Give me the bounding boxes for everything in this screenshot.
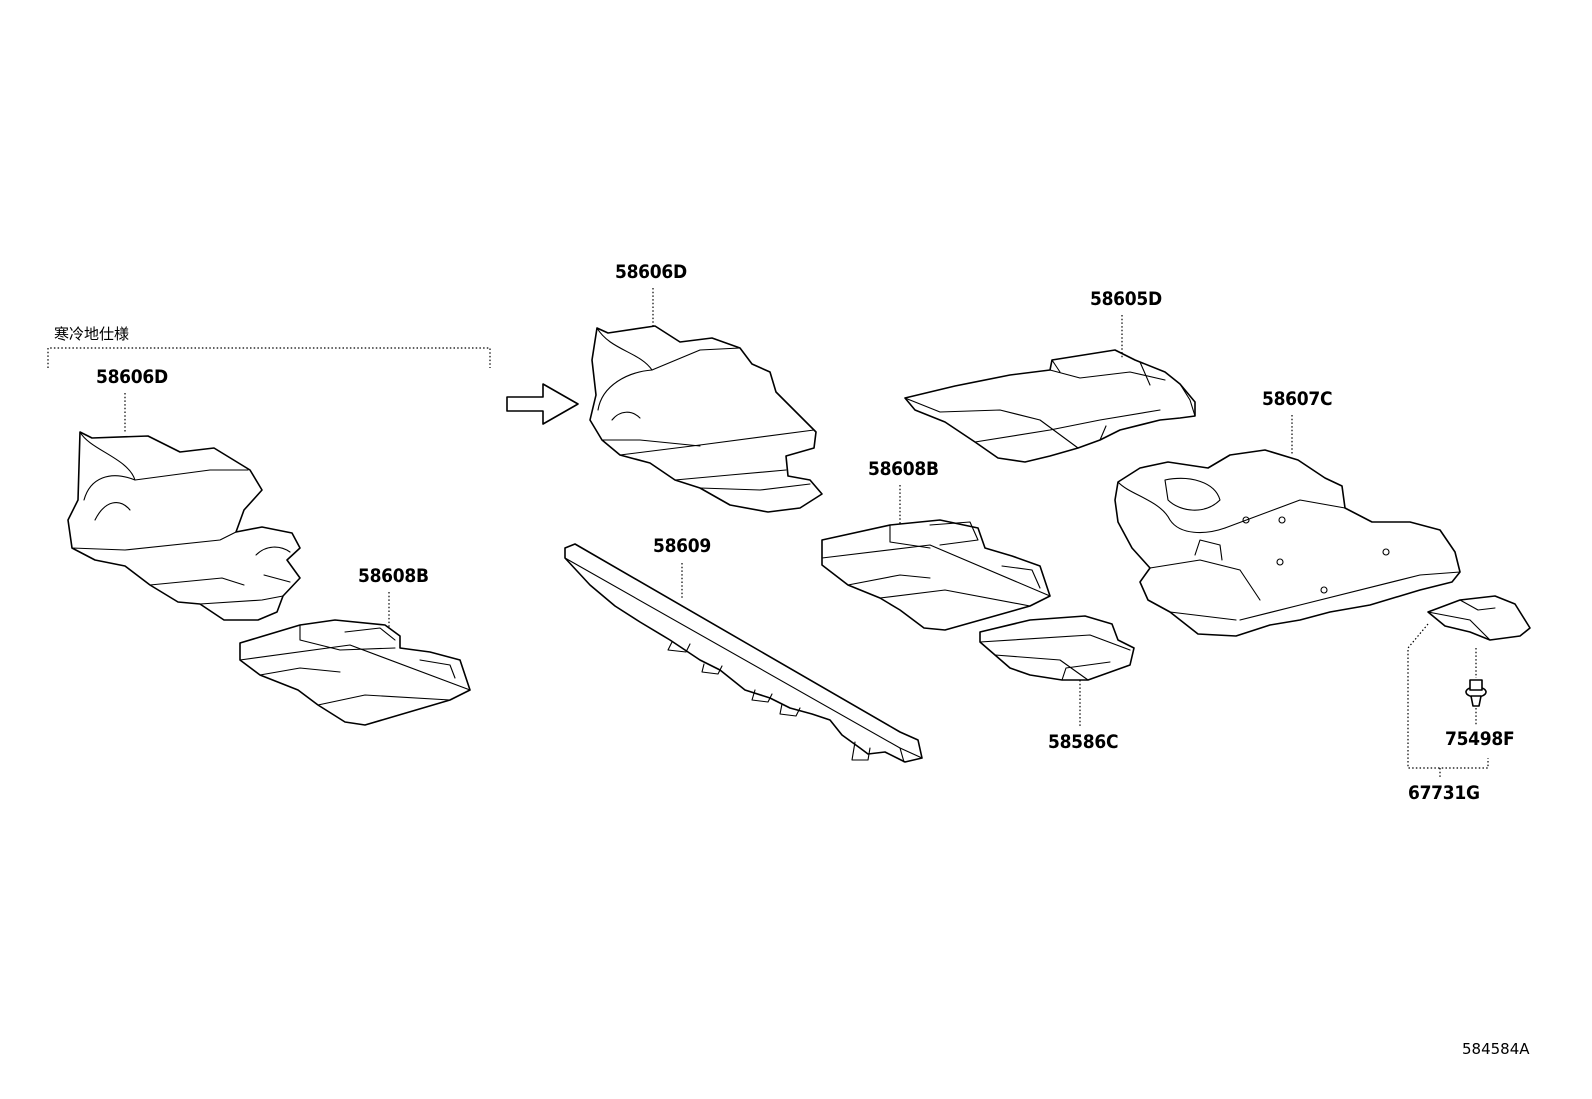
part-58607C	[1114, 449, 1461, 637]
label-58609: 58609	[653, 535, 711, 557]
label-58586C: 58586C	[1048, 731, 1119, 753]
label-75498F: 75498F	[1445, 728, 1515, 750]
part-75498F	[1465, 679, 1487, 707]
cold-region-bracket	[47, 347, 491, 368]
part-58586C	[979, 615, 1135, 681]
part-58608B	[821, 519, 1051, 631]
part-67731G	[1427, 595, 1531, 641]
part-58609	[564, 543, 923, 763]
label-58608B-cold: 58608B	[358, 565, 429, 587]
label-67731G: 67731G	[1408, 782, 1480, 804]
part-58608B-cold	[239, 619, 471, 726]
replacement-arrow-icon	[506, 383, 579, 425]
leader-lines	[124, 288, 1489, 778]
label-58605D: 58605D	[1090, 288, 1162, 310]
part-58606D	[589, 325, 823, 513]
label-58606D: 58606D	[615, 261, 687, 283]
label-58608B: 58608B	[868, 458, 939, 480]
cold-region-note: 寒冷地仕様	[54, 325, 130, 343]
part-58606D-cold	[67, 431, 301, 621]
part-58605D	[904, 349, 1196, 463]
label-58607C: 58607C	[1262, 388, 1333, 410]
diagram-reference-number: 584584A	[1462, 1040, 1530, 1058]
label-58606D-cold: 58606D	[96, 366, 168, 388]
